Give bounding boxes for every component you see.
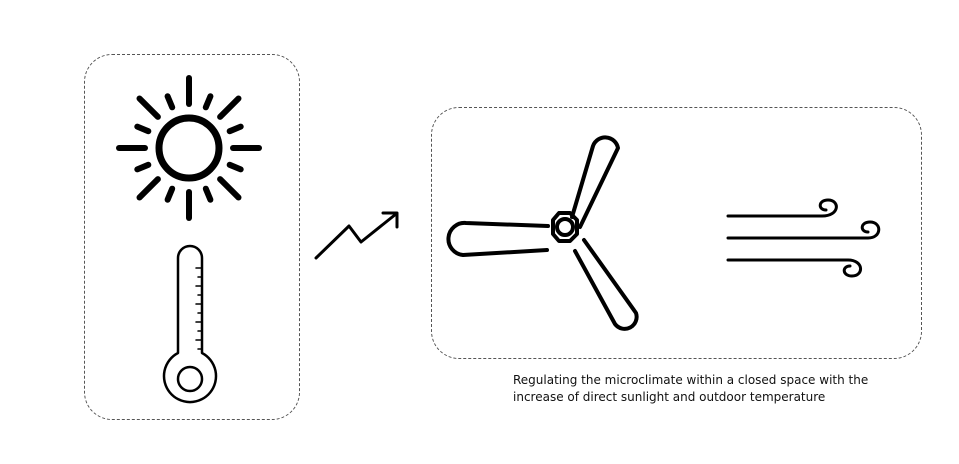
sun-ray: [164, 185, 176, 203]
sun-ray: [202, 185, 214, 203]
sun-ray: [136, 176, 161, 201]
sun-ray: [134, 123, 152, 135]
sun-ray: [217, 176, 242, 201]
sun-ray: [217, 95, 242, 120]
cooling-group: [431, 107, 922, 359]
sun-ray: [134, 161, 152, 173]
caption: Regulating the microclimate within a clo…: [513, 372, 913, 406]
sun-ray: [164, 93, 176, 111]
caption-line-1: Regulating the microclimate within a clo…: [513, 373, 869, 387]
sun-ray: [202, 93, 214, 111]
sun-ray: [226, 123, 244, 135]
caption-line-2: increase of direct sunlight and outdoor …: [513, 390, 826, 404]
sun-ray: [136, 95, 161, 120]
heat-sources-group: [84, 54, 300, 420]
sun-ray: [226, 161, 244, 173]
